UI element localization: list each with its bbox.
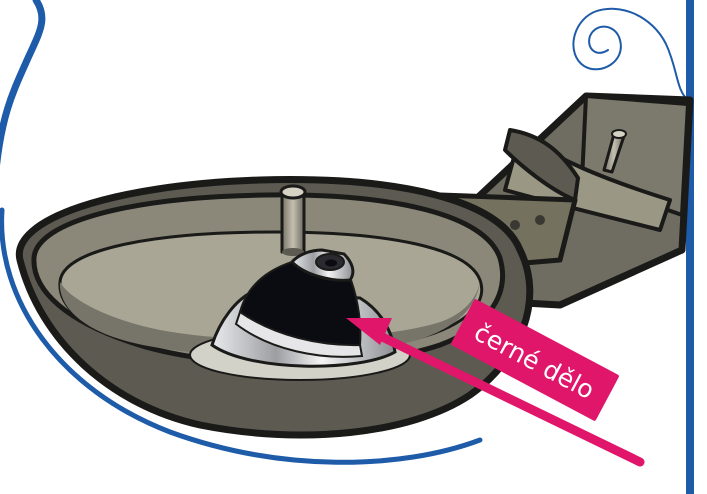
tray-dot: [535, 215, 545, 225]
cannon-muzzle-hole: [325, 260, 337, 267]
frame-line-left: [0, 0, 42, 170]
tray-dot: [510, 220, 520, 230]
peg-icon: [281, 186, 305, 256]
frame-swirl: [573, 9, 688, 100]
